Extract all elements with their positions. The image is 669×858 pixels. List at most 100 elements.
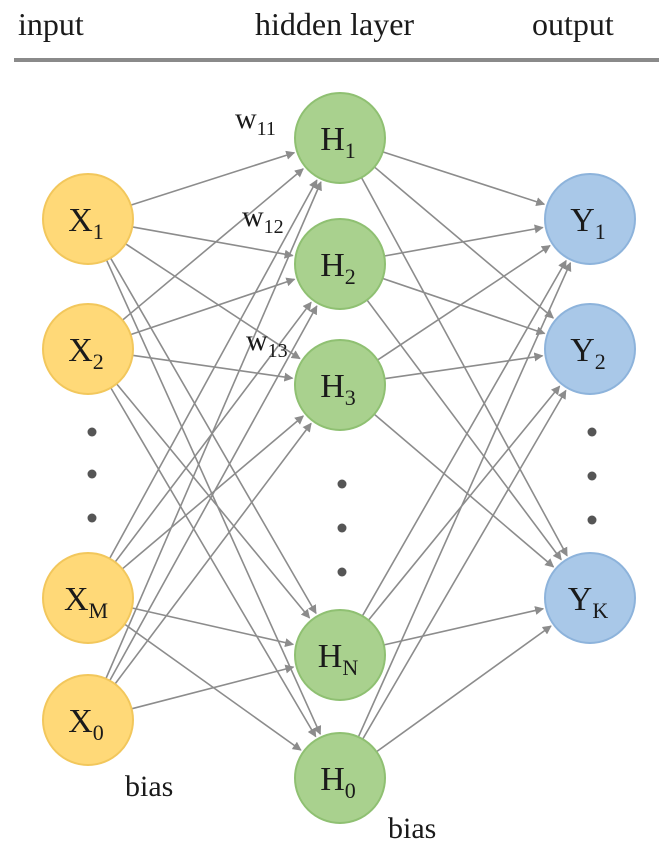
node-circle-h3 [294,339,386,431]
input-layer-header: input [18,6,84,42]
weight-label-subscript: 12 [264,216,284,238]
edge-h3-y1 [375,244,551,362]
output-ellipsis-dot-3 [587,515,597,525]
edge-h3-yk [372,412,555,568]
node-label-hn: HN [318,638,359,680]
hidden-ellipsis-dot-2 [337,523,347,533]
node-hn: HN [294,609,386,701]
node-x2: X2 [42,303,134,395]
weight-label-w13: w13 [246,324,288,362]
node-label-x2: X2 [68,332,104,374]
node-label-subscript: 1 [345,138,356,163]
weight-label-base: w [235,102,257,135]
node-label-subscript: N [342,655,358,680]
node-label-subscript: 2 [345,264,356,289]
node-label-base: Y [568,581,593,618]
node-label-h1: H1 [320,121,356,163]
node-label-base: X [68,202,93,239]
node-label-subscript: K [592,598,608,623]
input-ellipsis-dot-1 [87,427,97,437]
edge-x0-h1 [104,181,322,681]
edge-h1-y1 [380,150,546,206]
node-label-subscript: 0 [93,720,104,745]
edge-x2-h2 [128,277,296,337]
node-label-xm: XM [64,581,108,623]
node-circle-xm [42,552,134,644]
node-label-h0: H0 [320,761,356,803]
node-label-base: Y [570,202,595,239]
edge-x1-h2 [130,225,294,259]
edge-x2-hn [114,381,311,619]
edge-x2-h3 [130,354,294,382]
node-label-subscript: 2 [93,349,104,374]
edge-x2-h1 [120,168,304,323]
node-label-base: H [320,368,345,405]
input-ellipsis-dot-2 [87,469,97,479]
weight-label-base: w [246,324,268,357]
node-label-x1: X1 [68,202,104,244]
edge-hn-yk [381,606,545,647]
node-circle-x2 [42,303,134,395]
node-circle-h2 [294,218,386,310]
node-h2: H2 [294,218,386,310]
node-label-x0: X0 [68,703,104,745]
edge-x1-h3 [123,242,301,360]
input-bias-label: bias [125,770,173,803]
edge-h0-y1 [356,261,572,740]
node-label-y2: Y2 [570,332,606,374]
node-circle-x0 [42,674,134,766]
edge-x0-h3 [113,422,312,687]
edge-hn-y1 [360,259,567,619]
edge-xm-h1 [107,179,318,561]
edge-h0-y2 [361,389,567,742]
ellipsis-dots [87,427,597,577]
node-y1: Y1 [544,173,636,265]
connection-edges [104,150,572,754]
node-label-base: Y [570,332,595,369]
node-circle-h1 [294,92,386,184]
node-label-y1: Y1 [570,202,606,244]
edge-h2-y1 [382,224,544,258]
hidden-ellipsis-dot-3 [337,567,347,577]
node-h0: H0 [294,732,386,824]
edge-h0-yk [374,625,552,754]
node-label-h3: H3 [320,368,356,410]
edge-x1-h0 [104,257,322,736]
weight-label-subscript: 13 [268,340,288,362]
node-circle-y1 [544,173,636,265]
output-ellipsis-dot-1 [587,427,597,437]
node-h1: H1 [294,92,386,184]
output-layer-header: output [532,6,614,42]
weight-label-subscript: 11 [257,118,276,140]
hidden-ellipsis-dot-1 [337,479,347,489]
node-label-base: H [320,121,345,158]
node-label-subscript: M [89,598,109,623]
edge-x2-h0 [109,385,317,738]
node-circle-y2 [544,303,636,395]
hidden-bias-label: bias [388,812,436,845]
edge-h3-y2 [382,352,544,380]
node-circle-x1 [42,173,134,265]
edge-h1-yk [359,175,568,557]
node-label-subscript: 1 [93,219,104,244]
node-label-base: H [318,638,343,675]
weight-label-w12: w12 [242,200,284,238]
node-y2: Y2 [544,303,636,395]
node-label-subscript: 3 [345,385,356,410]
node-x0: X0 [42,674,134,766]
node-label-yk: YK [568,581,609,623]
node-h3: H3 [294,339,386,431]
header-divider [14,58,659,62]
node-circle-h0 [294,732,386,824]
edge-x0-hn [129,664,295,711]
input-ellipsis-dot-3 [87,513,97,523]
output-ellipsis-dot-2 [587,471,597,481]
node-label-subscript: 0 [345,778,356,803]
node-yk: YK [544,552,636,644]
node-label-subscript: 2 [595,349,606,374]
edge-x1-hn [108,255,317,615]
node-circle-yk [544,552,636,644]
edge-xm-h0 [122,622,302,751]
